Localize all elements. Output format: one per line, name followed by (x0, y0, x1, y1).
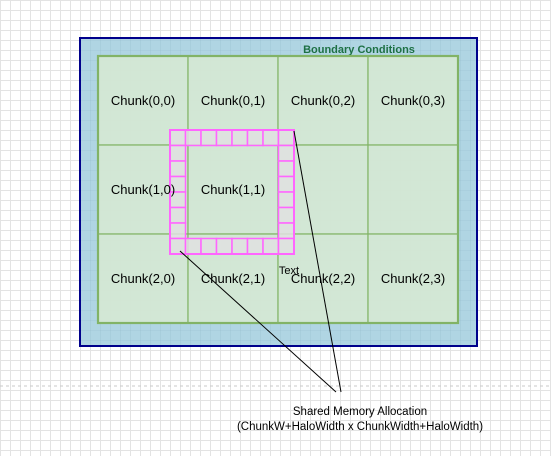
chunk-label-2-1: Chunk(2,1) (201, 271, 265, 286)
halo-cell (200, 237, 218, 255)
chunk-cell-2-3[interactable] (367, 233, 459, 324)
halo-cell (277, 191, 295, 209)
chunk-label-1-1: Chunk(1,1) (201, 182, 265, 197)
chunk-label-0-2: Chunk(0,2) (291, 93, 355, 108)
halo-cell (231, 237, 249, 255)
halo-cell (262, 129, 280, 147)
halo-cell (169, 144, 187, 162)
halo-cell (262, 237, 280, 255)
halo-cell (277, 222, 295, 240)
chunk-label-0-0: Chunk(0,0) (111, 93, 175, 108)
chunk-grid-border (96, 54, 460, 325)
stray-text-label[interactable]: Text (279, 265, 299, 277)
halo-cell (246, 237, 264, 255)
connector-line-left[interactable] (179, 250, 337, 393)
halo-cell (169, 160, 187, 178)
chunk-label-2-0: Chunk(2,0) (111, 271, 175, 286)
halo-cell (169, 206, 187, 224)
chunk-labels: Chunk(0,0) Chunk(0,1) Chunk(0,2) Chunk(0,3)… (111, 93, 445, 286)
halo-cell (169, 129, 187, 147)
halo-region[interactable] (169, 129, 295, 255)
halo-cell (184, 129, 202, 147)
halo-cell (215, 129, 233, 147)
connector-line-right[interactable] (293, 130, 342, 393)
halo-cell (277, 237, 295, 255)
halo-outline (169, 129, 295, 255)
halo-cell (200, 129, 218, 147)
chunk-cell-1-3[interactable] (367, 144, 459, 235)
chunk-label-0-3: Chunk(0,3) (381, 93, 445, 108)
halo-cell (277, 206, 295, 224)
halo-cell (277, 160, 295, 178)
halo-cell (184, 237, 202, 255)
halo-cell (277, 175, 295, 193)
chunk-label-2-3: Chunk(2,3) (381, 271, 445, 286)
halo-cell (231, 129, 249, 147)
halo-cell (169, 222, 187, 240)
halo-cell (215, 237, 233, 255)
halo-cell (246, 129, 264, 147)
caption-line-2[interactable]: (ChunkW+HaloWidth x ChunkWidth+HaloWidth… (237, 421, 483, 433)
chunk-label-2-2: Chunk(2,2) (291, 271, 355, 286)
halo-cell (277, 144, 295, 162)
halo-cell (277, 129, 295, 147)
caption-line-1[interactable]: Shared Memory Allocation (293, 406, 427, 418)
chunk-label-1-0: Chunk(1,0) (111, 182, 175, 197)
chunk-label-0-1: Chunk(0,1) (201, 93, 265, 108)
halo-cell (169, 237, 187, 255)
boundary-title: Boundary Conditions (303, 44, 415, 56)
